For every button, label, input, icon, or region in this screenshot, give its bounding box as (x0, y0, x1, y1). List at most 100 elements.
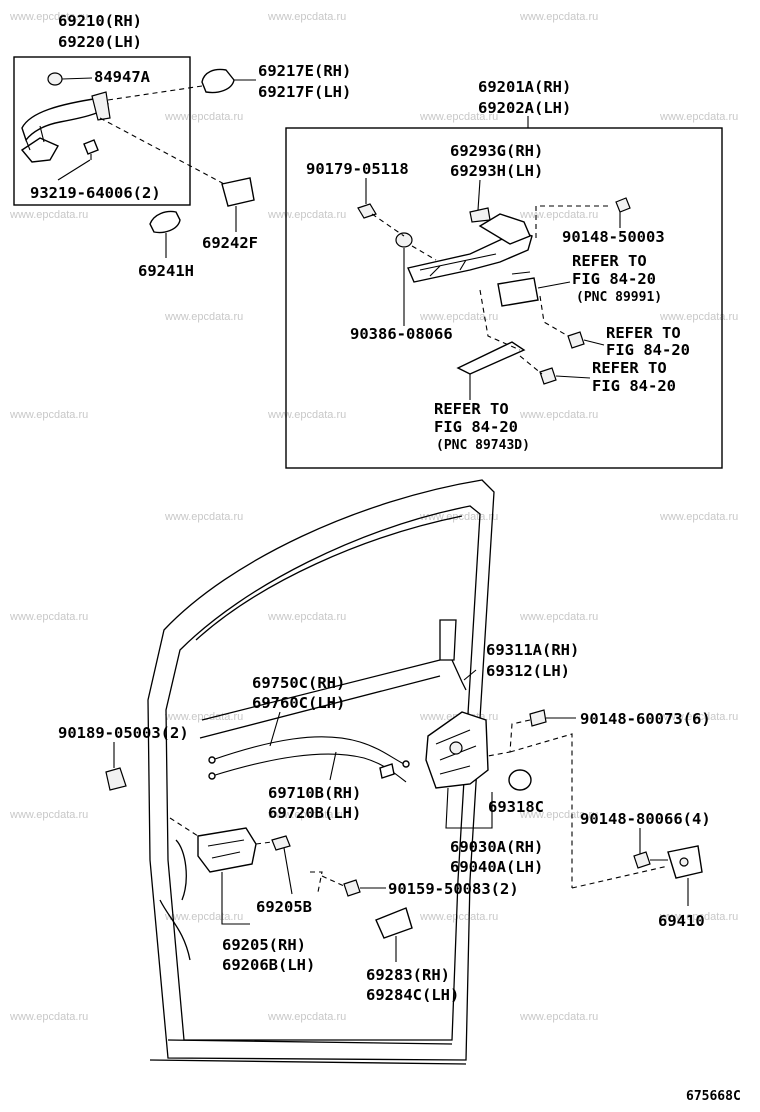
leader-line (371, 213, 405, 237)
screw-90159-illustration (343, 879, 386, 897)
watermark: www.epcdata.ru (267, 611, 346, 623)
leader-line (535, 205, 612, 238)
part-number-69283: 69283(RH) (366, 966, 450, 984)
part-number-90386: 90386-08066 (350, 325, 453, 343)
part-number-69311a: 69311A(RH) (486, 641, 579, 659)
part-number-69284c: 69284C(LH) (366, 986, 459, 1004)
refer-pnc-label: (PNC 89743D) (436, 438, 530, 453)
outside-handle-illustration (20, 72, 111, 181)
frame-subassembly-box (285, 127, 723, 469)
part-number-69312: 69312(LH) (486, 662, 570, 680)
watermark: www.epcdata.ru (164, 111, 243, 123)
part-number-90148-60073: 90148-60073(6) (580, 710, 711, 728)
watermark: www.epcdata.ru (659, 311, 738, 323)
clip-90189-illustration (105, 742, 127, 791)
watermark: www.epcdata.ru (267, 409, 346, 421)
watermark: www.epcdata.ru (519, 409, 598, 421)
part-number-69750c: 69750C(RH) (252, 674, 345, 692)
refer-to-label: REFER TO (572, 252, 647, 270)
leader-line (310, 871, 345, 893)
inside-handle-illustration (197, 827, 293, 925)
part-number-84947a: 84947A (94, 68, 151, 86)
refer-fig-label: FIG 84-20 (434, 418, 518, 436)
watermark: www.epcdata.ru (519, 611, 598, 623)
figure-code: 675668C (686, 1089, 741, 1104)
watermark: www.epcdata.ru (659, 911, 738, 923)
refer-to-label: REFER TO (434, 400, 509, 418)
part-number-69318c: 69318C (488, 798, 544, 816)
watermark: www.epcdata.ru (419, 911, 498, 923)
door-lock-illustration (425, 711, 493, 829)
watermark: www.epcdata.ru (9, 611, 88, 623)
part-number-90159: 90159-50083(2) (388, 880, 519, 898)
part-number-69293g: 69293G(RH) (450, 142, 543, 160)
watermark: www.epcdata.ru (267, 1011, 346, 1023)
part-number-69242f: 69242F (202, 234, 258, 252)
part-number-69410: 69410 (658, 912, 705, 930)
part-number-69040a: 69040A(LH) (450, 858, 543, 876)
part-number-69760c: 69760C(LH) (252, 694, 345, 712)
leader-line (479, 289, 521, 351)
watermark: www.epcdata.ru (164, 511, 243, 523)
pad-69241h-illustration (149, 210, 181, 258)
part-number-69030a: 69030A(RH) (450, 838, 543, 856)
leader-line (509, 733, 573, 888)
striker-69410-illustration (633, 845, 703, 906)
watermark: www.epcdata.ru (519, 11, 598, 23)
part-number-69210: 69210(RH) (58, 12, 142, 30)
part-number-69205b: 69205B (256, 898, 312, 916)
part-number-90148-50003: 90148-50003 (562, 228, 665, 246)
outside-handle-group-box (13, 56, 191, 206)
refer-fig-label: FIG 84-20 (606, 341, 690, 359)
part-number-93219: 93219-64006(2) (30, 184, 161, 202)
leader-line (539, 295, 569, 337)
part-number-90179: 90179-05118 (306, 160, 409, 178)
screw-90148-60073-illustration (529, 709, 576, 727)
part-number-90189: 90189-05003(2) (58, 724, 189, 742)
leader-line (487, 719, 531, 757)
watermark: www.epcdata.ru (267, 209, 346, 221)
watermark: www.epcdata.ru (9, 1011, 88, 1023)
refer-fig-label: FIG 84-20 (572, 270, 656, 288)
watermark: www.epcdata.ru (267, 809, 346, 821)
part-number-69217f: 69217F(LH) (258, 83, 351, 101)
watermark: www.epcdata.ru (419, 311, 498, 323)
handle-cover-illustration (201, 68, 256, 94)
cable-illustration (208, 736, 410, 783)
refer-pnc-label: (PNC 89991) (576, 290, 662, 305)
part-number-90148-80066: 90148-80066(4) (580, 810, 711, 828)
leader-line (169, 817, 199, 837)
part-number-69293h: 69293H(LH) (450, 162, 543, 180)
watermark: www.epcdata.ru (267, 11, 346, 23)
refer-to-label: REFER TO (592, 359, 667, 377)
watermark: www.epcdata.ru (659, 111, 738, 123)
watermark: www.epcdata.ru (419, 111, 498, 123)
leader-line (411, 245, 437, 261)
part-number-69220: 69220(LH) (58, 33, 142, 51)
watermark: www.epcdata.ru (519, 809, 598, 821)
part-number-69217e: 69217E(RH) (258, 62, 351, 80)
watermark: www.epcdata.ru (519, 1011, 598, 1023)
watermark: www.epcdata.ru (9, 409, 88, 421)
watermark-layer: www.epcdata.ru www.epcdata.ru www.epcdat… (9, 11, 738, 1023)
cover-69318c-illustration (508, 769, 532, 791)
part-number-69720b: 69720B(LH) (268, 804, 361, 822)
part-number-69205: 69205(RH) (222, 936, 306, 954)
refer-fig-label: FIG 84-20 (592, 377, 676, 395)
watermark: www.epcdata.ru (164, 911, 243, 923)
leader-line (519, 355, 543, 375)
part-number-69710b: 69710B(RH) (268, 784, 361, 802)
part-number-69206b: 69206B(LH) (222, 956, 315, 974)
part-number-69241h: 69241H (138, 262, 194, 280)
refer-to-label: REFER TO (606, 324, 681, 342)
watermark: www.epcdata.ru (9, 809, 88, 821)
leader-line (255, 841, 273, 845)
watermark: www.epcdata.ru (519, 209, 598, 221)
protector-69283-illustration (375, 907, 413, 962)
watermark: www.epcdata.ru (9, 11, 88, 23)
watermark: www.epcdata.ru (9, 209, 88, 221)
watermark: www.epcdata.ru (659, 511, 738, 523)
watermark: www.epcdata.ru (164, 311, 243, 323)
part-number-69201a: 69201A(RH) (478, 78, 571, 96)
